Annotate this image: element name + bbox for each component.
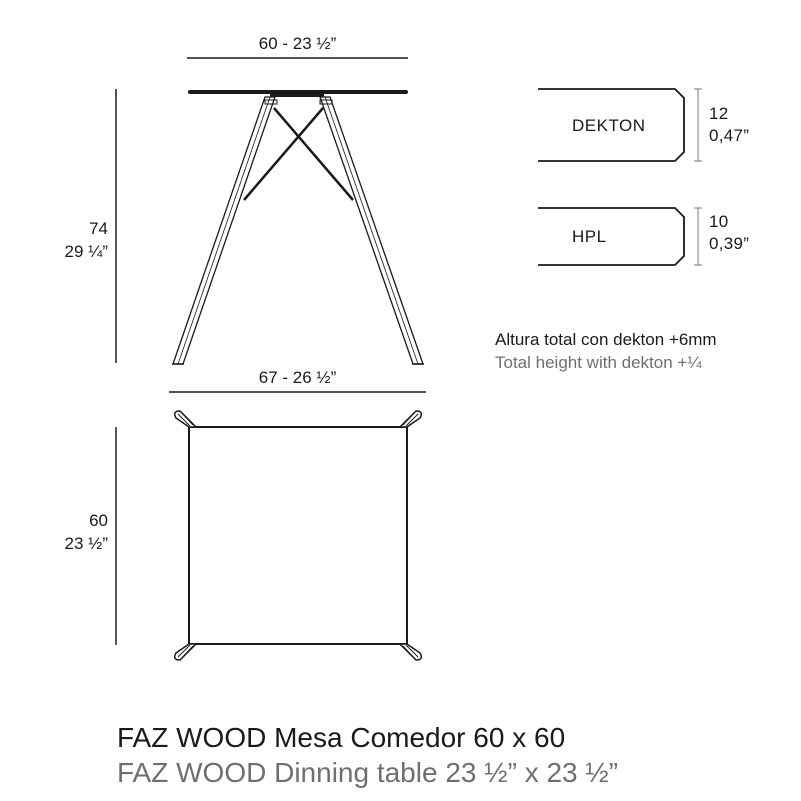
dekton-thickness-in: 0,47” [709,126,750,145]
dekton-edge-profile [538,88,702,162]
top-width-label: 60 - 23 ½” [258,34,337,53]
depth-in-label: 23 ½” [64,534,108,553]
hpl-material-label: HPL [572,227,607,246]
depth-cm-label: 60 [89,511,108,530]
hpl-thickness-in: 0,39” [709,234,750,253]
height-note-spanish: Altura total con dekton +6mm [495,330,717,349]
side-view-table [172,90,424,365]
leg-span-label: 67 - 26 ½” [258,368,337,387]
hpl-thickness-mm: 10 [709,212,729,231]
dekton-material-label: DEKTON [572,116,646,135]
dekton-thickness-mm: 12 [709,104,729,123]
top-view-table [173,410,423,661]
height-note-english: Total height with dekton +¼ [495,353,702,372]
corner-leg-bottom-right [398,643,423,661]
corner-leg-top-right [398,410,423,428]
hpl-edge-profile [538,207,702,266]
height-in-label: 29 ¼” [64,242,108,261]
height-cm-label: 74 [89,219,108,238]
product-title-spanish: FAZ WOOD Mesa Comedor 60 x 60 [117,722,566,753]
corner-leg-bottom-left [173,643,198,661]
corner-leg-top-left [173,410,198,428]
product-title-english: FAZ WOOD Dinning table 23 ½” x 23 ½” [117,757,619,788]
